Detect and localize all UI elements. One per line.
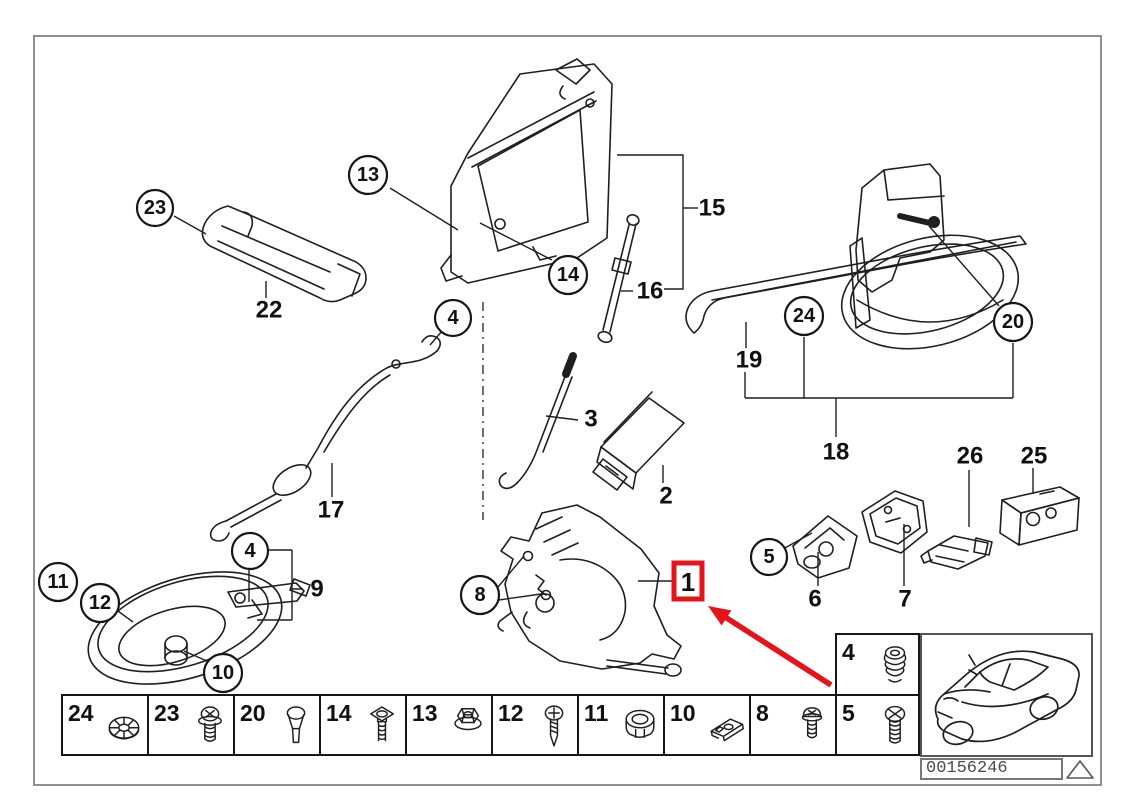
part-13-carrier-plate — [440, 58, 613, 284]
car-thumbnail-icon — [934, 650, 1080, 746]
red-pointer-arrow — [708, 606, 833, 688]
part-1-door-lock — [497, 504, 682, 677]
callout-circle-12: 12 — [79, 582, 121, 624]
part-16-rod — [597, 214, 640, 344]
fastener-cell-13: 13 — [405, 694, 491, 756]
part-label-17: 17 — [318, 497, 345, 524]
callout-circle-23: 23 — [135, 188, 175, 228]
fastener-cell-10: 10 — [663, 694, 749, 756]
fastener-cell-number: 4 — [842, 639, 855, 665]
svg-text:4: 4 — [244, 540, 256, 562]
fastener-cell-number: 20 — [240, 700, 266, 726]
fastener-cell-number: 11 — [584, 700, 609, 726]
fastener-cell-4: 4 — [835, 633, 920, 694]
callout-circle-4: 4 — [433, 298, 473, 338]
part-22-grab-handle — [201, 205, 367, 303]
svg-text:23: 23 — [144, 197, 166, 219]
fastener-cell-23: 23 — [147, 694, 233, 756]
fastener-cell-number: 24 — [68, 700, 94, 726]
washer-disc-icon — [108, 716, 140, 740]
svg-text:10: 10 — [212, 662, 234, 684]
rubber-buffer-icon — [883, 646, 907, 683]
part-12-inner-handle — [87, 571, 311, 685]
svg-text:8: 8 — [474, 584, 485, 606]
part-label-3: 3 — [584, 406, 597, 433]
pan-head-screw-icon — [198, 706, 222, 742]
fastener-cell-number: 12 — [498, 700, 524, 726]
part-label-16: 16 — [637, 278, 664, 305]
part-label-2: 2 — [659, 483, 672, 510]
part-id: 00156246 — [926, 759, 1008, 778]
plug-grommet-icon — [625, 709, 655, 738]
svg-text:13: 13 — [357, 164, 379, 186]
button-screw-icon — [801, 707, 823, 739]
part-26-connector — [920, 535, 993, 570]
fastener-cell-24: 24 — [61, 694, 147, 756]
fastener-cell-8: 8 — [749, 694, 835, 756]
part-id-box: 00156246 — [920, 758, 1063, 780]
callout-circle-4: 4 — [230, 531, 270, 571]
part-label-6: 6 — [808, 586, 821, 613]
part-6-7-brackets — [792, 490, 928, 579]
part-19-seal-strip — [685, 235, 1027, 334]
part-label-22: 22 — [256, 297, 283, 324]
part-2-actuator — [592, 391, 685, 491]
part-label-26: 26 — [957, 443, 984, 470]
square-head-bolt-icon — [370, 706, 394, 742]
countersunk-screw-icon — [884, 705, 906, 744]
clip-nut-icon — [710, 718, 745, 742]
fastener-cell-12: 12 — [491, 694, 577, 756]
callout-circle-10: 10 — [202, 652, 244, 694]
fastener-cell-number: 13 — [412, 700, 438, 726]
callout-circle-14: 14 — [547, 254, 589, 296]
callout-circle-8: 8 — [459, 574, 501, 616]
fastener-cell-number: 5 — [842, 700, 855, 726]
part-3-rod — [498, 352, 577, 490]
car-thumbnail-box — [920, 633, 1093, 757]
part-25-housing — [999, 486, 1080, 546]
leader-lines — [117, 154, 1034, 662]
svg-text:11: 11 — [47, 571, 68, 593]
callout-circle-24: 24 — [783, 295, 825, 337]
part-label-9: 9 — [310, 576, 323, 603]
svg-text:12: 12 — [89, 592, 111, 614]
fastener-cell-11: 11 — [577, 694, 663, 756]
flange-nut-icon — [454, 707, 482, 731]
callout-circle-5: 5 — [749, 537, 789, 577]
callout-circle-13: 13 — [347, 154, 389, 196]
fastener-cell-number: 14 — [326, 700, 352, 726]
fastener-cell-number: 8 — [756, 700, 769, 726]
svg-text:24: 24 — [793, 305, 816, 327]
callout-circle-11: 11 — [37, 561, 79, 603]
svg-text:14: 14 — [557, 264, 580, 286]
fastener-cell-14: 14 — [319, 694, 405, 756]
svg-text:5: 5 — [763, 546, 774, 568]
part-label-18: 18 — [823, 439, 850, 466]
svg-text:1: 1 — [681, 567, 695, 597]
highlighted-part-callout: 1 — [671, 560, 705, 602]
phillips-screw-icon — [544, 705, 564, 747]
fastener-cell-number: 23 — [154, 700, 180, 726]
part-label-15: 15 — [699, 195, 726, 222]
fastener-cell-20: 20 — [233, 694, 319, 756]
part-18-outer-handle — [840, 163, 1020, 350]
part-label-19: 19 — [736, 347, 763, 374]
triangle-icon — [1064, 759, 1096, 780]
part-label-7: 7 — [898, 586, 911, 613]
svg-text:4: 4 — [447, 307, 459, 329]
part-17-cable — [209, 335, 442, 542]
fastener-cell-5: 5 — [835, 694, 920, 756]
diagram-frame — [33, 35, 1102, 786]
callout-circle-20: 20 — [992, 301, 1034, 343]
svg-text:20: 20 — [1002, 311, 1024, 333]
part-label-25: 25 — [1021, 443, 1048, 470]
fastener-cell-number: 10 — [670, 700, 696, 726]
rivet-pin-icon — [286, 706, 306, 744]
